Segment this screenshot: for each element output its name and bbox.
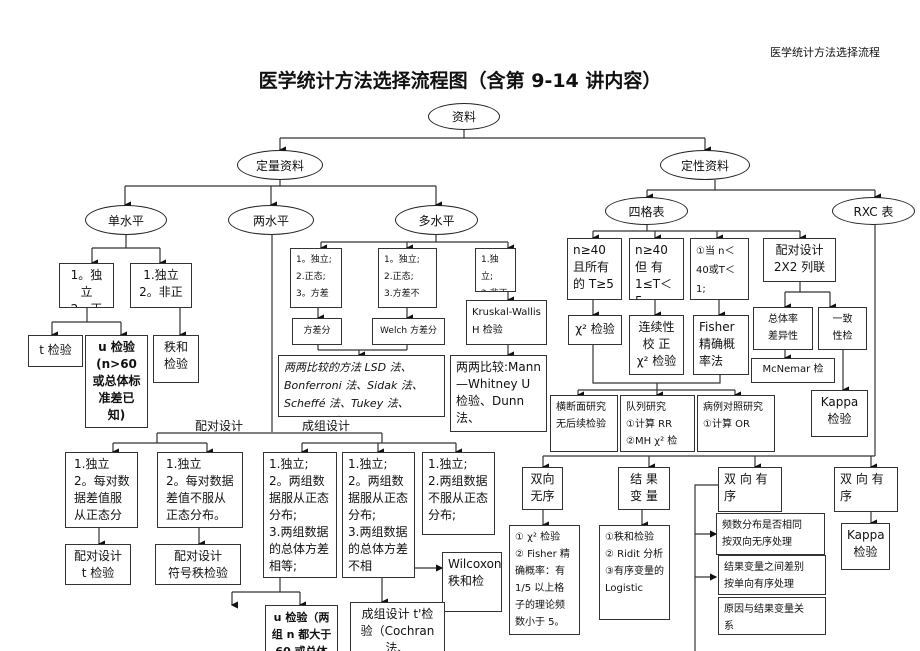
node-single-normal: 1。独立 2。正态: [59, 263, 114, 308]
node-welch-anova: Welch 方差分: [372, 318, 445, 345]
node-cause-effect: 原因与结果变量关 系: [718, 597, 826, 635]
node-single-level: 单水平: [85, 205, 167, 235]
node-paired-nonnormal: 1.独立 2。每对数据差值不服从正态分布。: [157, 452, 243, 528]
node-continuity-correction: 连续性 校 正 χ² 检验: [629, 315, 684, 375]
node-kappa-paired: Kappa 检验: [811, 390, 868, 437]
node-mcnemar: McNemar 检: [751, 358, 835, 383]
node-cross-sectional: 横断面研究无后续检验: [550, 395, 618, 452]
node-t-test: t 检验: [28, 335, 83, 367]
node-kruskal-wallis: Kruskal-Wallis H 检验: [466, 300, 547, 345]
node-outcome-variable: 结 果 变 量: [618, 467, 670, 510]
node-qualitative: 定性资料: [660, 150, 750, 180]
node-group-equal-var: 1.独立; 2。两组数据服从正态分布; 3.两组数据的总体方差相等;: [263, 452, 337, 578]
node-group-t-prime: 成组设计 t'检验（Cochran 法、Satterthwaite: [350, 602, 445, 651]
node-n40-t1-5: n≥40 但 有 1≤T＜5: [629, 238, 684, 300]
node-rank-sum: 秩和 检验: [153, 335, 199, 383]
node-bidirectional-ordered: 双 向 有 序: [718, 467, 782, 512]
node-u-test: u 检验 (n>60 或总体标准差已知): [85, 335, 148, 428]
node-frequency-distribution: 频数分布是否相同 按双向无序处理: [716, 513, 825, 555]
label-group-design: 成组设计: [302, 419, 351, 433]
node-outcome-methods: ①秩和检验 ② Ridit 分析 ③有序变量的 Logistic: [599, 525, 670, 620]
node-fourfold-table: 四格表: [605, 197, 688, 225]
node-n40-t5: n≥40 且所有的 T≥5: [567, 238, 622, 300]
node-agreement: 一致 性检: [818, 307, 867, 350]
node-single-nonnormal: 1.独立 2。非正: [130, 263, 192, 308]
node-multi-nonnormal: 1.独立; 2.非正: [475, 248, 516, 292]
node-data: 资料: [428, 103, 500, 130]
node-bidirectional-unordered: 双向 无序: [522, 467, 563, 510]
node-paired-t-test: 配对设计 t 检验: [65, 544, 131, 585]
node-wilcoxon: Wilcoxon 秩和检: [442, 552, 502, 612]
node-two-level: 两水平: [228, 205, 314, 235]
label-paired-design: 配对设计: [195, 419, 244, 433]
node-multi-unequal-var: 1。独立; 2.正态; 3.方差不: [378, 248, 437, 308]
node-outcome-difference: 结果变量之间差别 按单向有序处理: [718, 555, 826, 595]
page-title: 医学统计方法选择流程图（含第 9-14 讲内容）: [258, 70, 662, 92]
node-cohort: 队列研究 ①计算 RR ②MH χ² 检: [620, 395, 695, 452]
node-quantitative: 定量资料: [237, 150, 323, 180]
node-rxc-table: RXC 表: [832, 197, 915, 225]
node-rate-difference: 总体率 差异性: [753, 307, 813, 350]
node-anova: 方差分: [292, 318, 342, 345]
node-group-nonnormal: 1.独立; 2.两组数据不服从正态分布;: [422, 452, 495, 535]
page-header: 医学统计方法选择流程: [770, 46, 880, 59]
node-unordered-methods: ① χ² 检验 ② Fisher 精确概率：有 1/5 以上格子的理论频数小于 …: [509, 525, 580, 635]
node-multi-equal-var: 1。独立; 2.正态; 3。方差: [290, 248, 342, 308]
node-pairwise-methods: 两两比较的方法 LSD 法、Bonferroni 法、Sidak 法、Schef…: [278, 355, 445, 417]
node-paired-normal: 1.独立 2。每对数据差值服从正态分: [65, 452, 138, 528]
node-chi-square: χ² 检验: [568, 315, 622, 345]
node-case-control: 病例对照研究 ①计算 OR: [697, 395, 775, 452]
node-multi-level: 多水平: [395, 205, 478, 235]
node-kappa-rxc: Kappa 检验: [841, 523, 890, 570]
node-pairwise-nonparam: 两两比较:Mann—Whitney U 检验、Dunn 法、: [450, 355, 547, 432]
node-group-u-test: u 检验（两组 n 都大于 60 或总体标准: [265, 605, 338, 651]
node-n-less-40: ①当 n＜40或T＜1; ②P≈α: [690, 238, 749, 300]
node-bidirectional-ordered-rxc: 双 向 有 序: [834, 467, 898, 512]
node-fisher-exact: Fisher 精确概率法: [693, 315, 749, 375]
node-paired-2x2: 配对设计 2X2 列联: [763, 238, 836, 282]
node-group-unequal-var: 1.独立; 2。两组数据服从正态分布; 3.两组数据的总体方差不相: [342, 452, 415, 578]
node-signed-rank: 配对设计 符号秩检验: [155, 544, 241, 585]
